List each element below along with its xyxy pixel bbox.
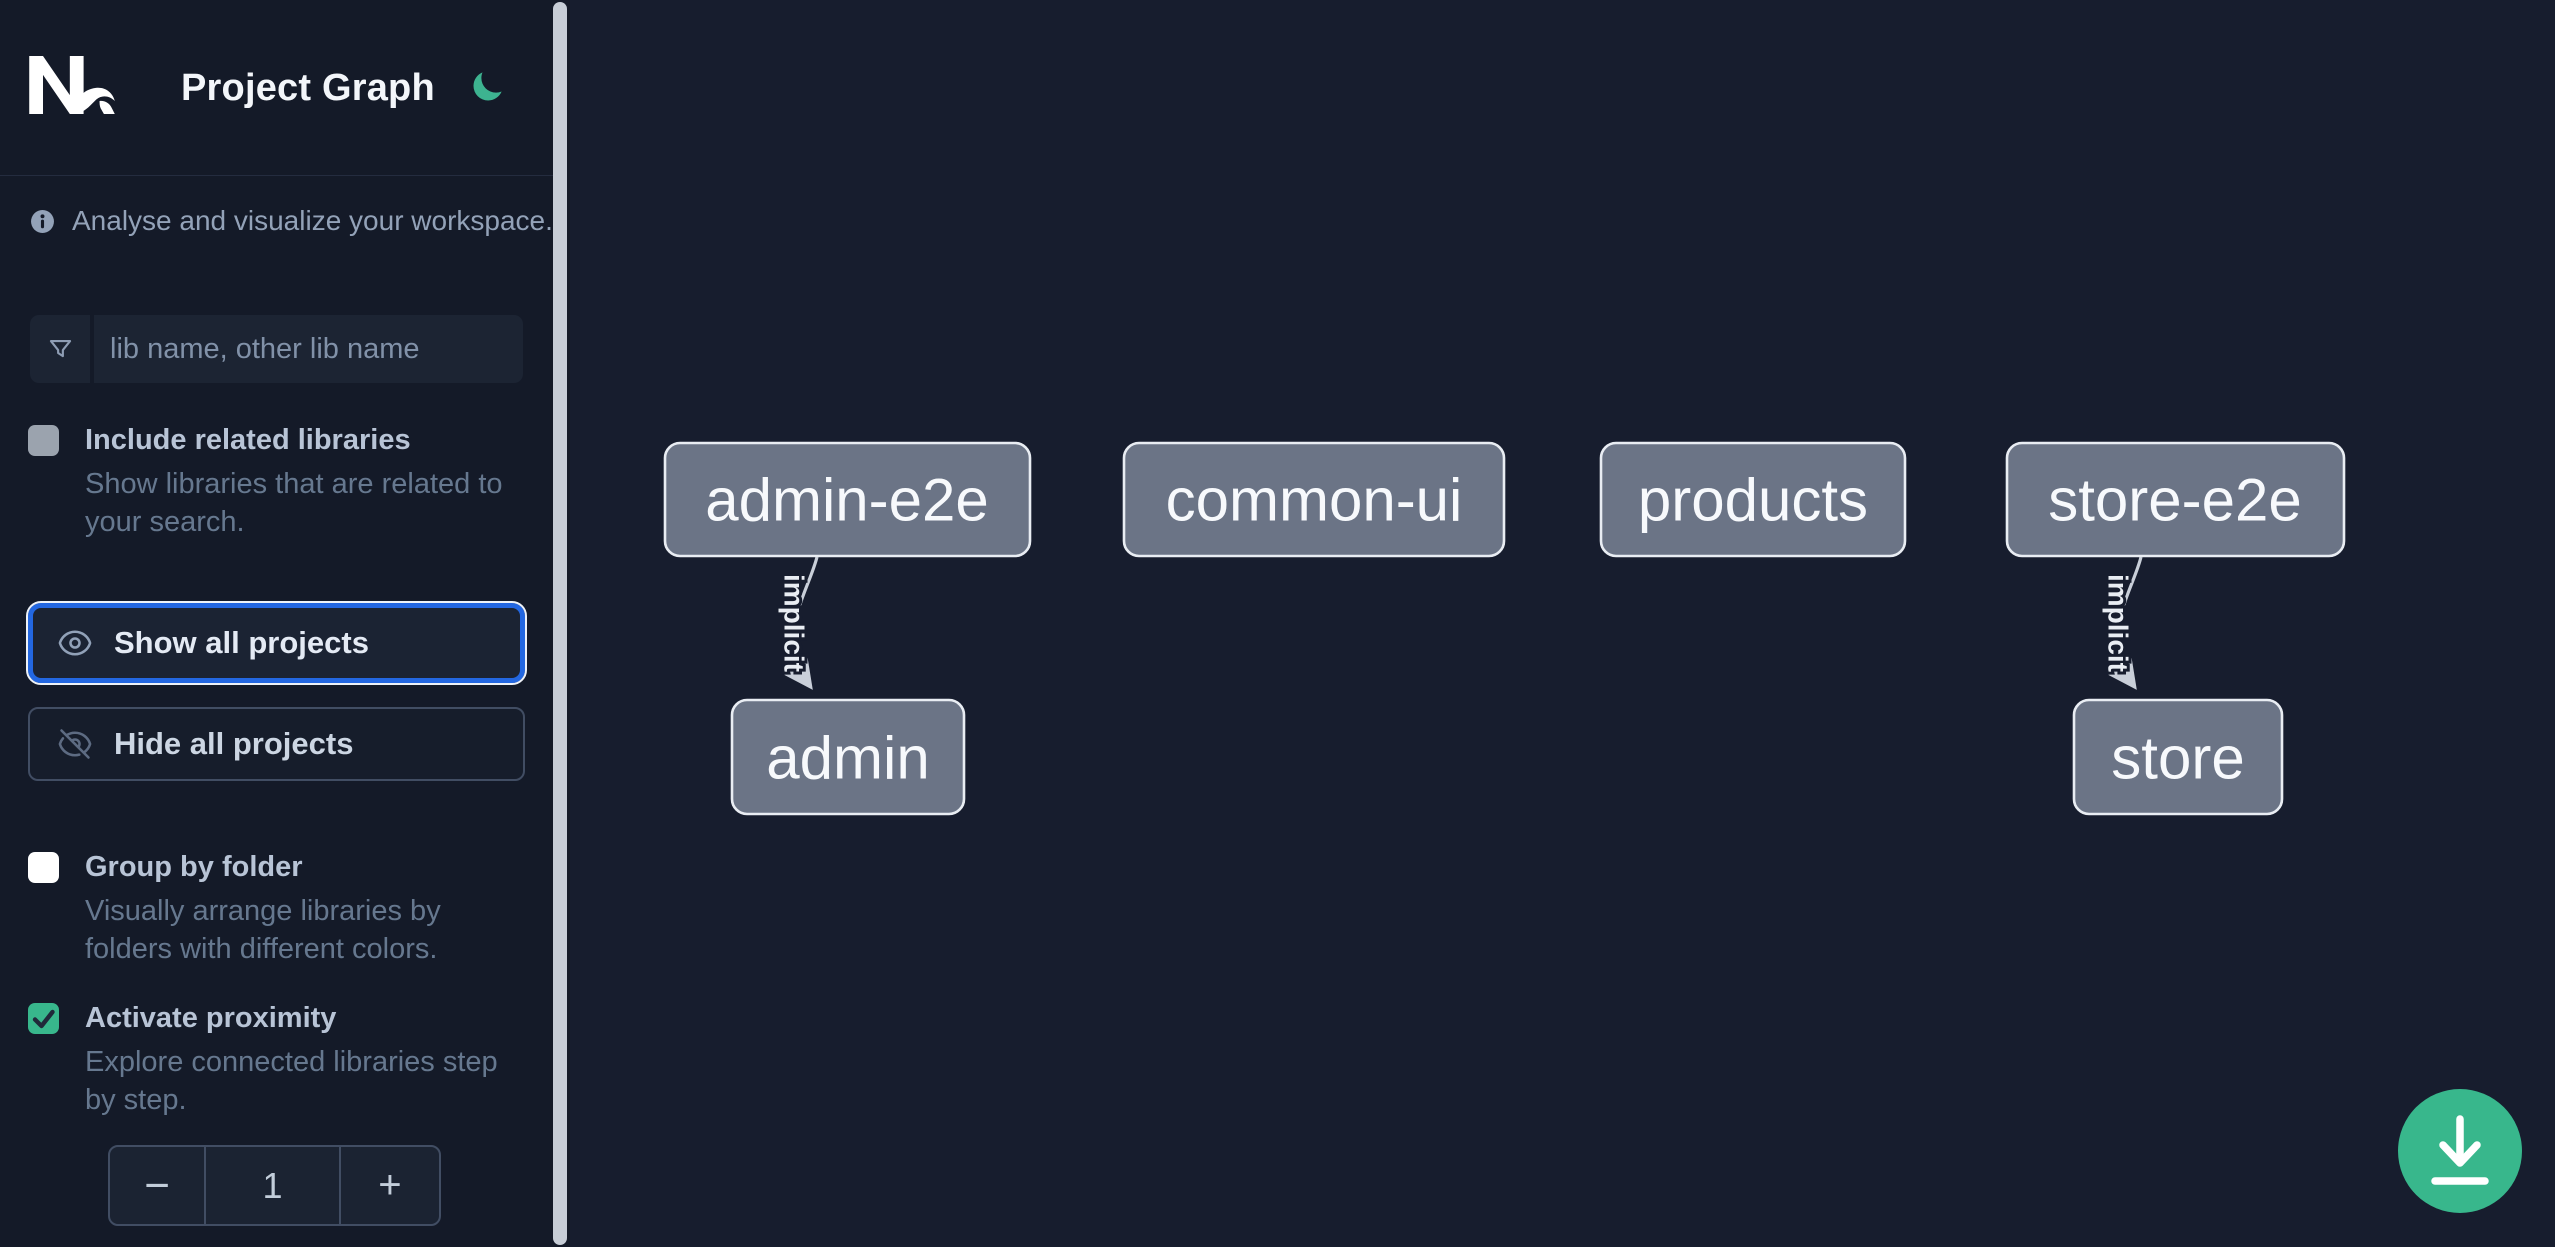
sidebar-scrollbar[interactable] — [553, 2, 567, 1245]
option-title: Group by folder — [85, 851, 303, 883]
workspace-tagline-row: Analyse and visualize your workspace. — [30, 205, 553, 237]
node-label: common-ui — [1166, 467, 1463, 534]
option-activate-proximity[interactable]: Activate proximity Explore connected lib… — [28, 1000, 530, 1119]
node-store[interactable]: store — [2072, 698, 2284, 816]
increment-button[interactable]: + — [378, 1163, 402, 1207]
option-include-related[interactable]: Include related libraries Show libraries… — [28, 422, 530, 541]
workspace-tagline: Analyse and visualize your workspace. — [72, 205, 553, 236]
search-input[interactable] — [94, 315, 523, 383]
activate-proximity-checkbox[interactable] — [28, 1003, 59, 1034]
eye-icon — [58, 630, 92, 656]
option-title: Include related libraries — [85, 424, 411, 456]
hide-all-projects-button[interactable]: Hide all projects — [28, 707, 525, 781]
eye-off-icon — [58, 729, 92, 759]
info-icon — [31, 209, 54, 233]
download-icon — [2431, 1115, 2489, 1185]
graph-canvas[interactable]: implicit implicit admin-e2e common-ui pr… — [570, 0, 2555, 1247]
decrement-button[interactable]: − — [144, 1160, 170, 1210]
option-group-by-folder[interactable]: Group by folder Visually arrange librari… — [28, 849, 530, 968]
check-icon — [32, 1009, 55, 1029]
include-related-checkbox[interactable] — [28, 425, 59, 456]
node-admin-e2e[interactable]: admin-e2e — [663, 441, 1032, 558]
group-by-folder-checkbox[interactable] — [28, 852, 59, 883]
node-store-e2e[interactable]: store-e2e — [2005, 441, 2346, 558]
node-label: products — [1638, 467, 1868, 534]
proximity-depth-value: 1 — [204, 1147, 341, 1224]
option-description: Explore connected libraries step by step… — [85, 1046, 498, 1116]
option-description: Show libraries that are related to your … — [85, 468, 503, 538]
node-common-ui[interactable]: common-ui — [1122, 441, 1506, 558]
option-description: Visually arrange libraries by folders wi… — [85, 895, 441, 965]
moon-icon[interactable] — [469, 69, 505, 105]
sidebar-header: Project Graph — [0, 0, 553, 176]
hide-all-projects-label: Hide all projects — [114, 726, 354, 761]
node-admin[interactable]: admin — [730, 698, 966, 816]
show-all-projects-button[interactable]: Show all projects — [26, 601, 527, 685]
node-products[interactable]: products — [1599, 441, 1907, 558]
node-label: store-e2e — [2048, 467, 2301, 534]
filter-icon-cell — [30, 315, 94, 383]
edge-admin-e2e-admin[interactable]: implicit — [776, 556, 819, 690]
filter-icon — [49, 339, 71, 357]
download-graph-button[interactable] — [2398, 1089, 2522, 1213]
nx-logo — [29, 56, 115, 114]
edge-label: implicit — [2103, 574, 2134, 672]
page-title: Project Graph — [181, 67, 435, 109]
sidebar: Project Graph Analyse and visualize your… — [0, 0, 570, 1247]
node-label: store — [2111, 725, 2244, 792]
option-title: Activate proximity — [85, 1002, 337, 1034]
proximity-depth-stepper: − 1 + — [108, 1145, 441, 1226]
show-all-projects-label: Show all projects — [114, 625, 369, 660]
edge-store-e2e-store[interactable]: implicit — [2100, 556, 2143, 690]
edge-label: implicit — [779, 574, 810, 672]
node-label: admin-e2e — [705, 467, 989, 534]
node-label: admin — [766, 725, 929, 792]
project-filter — [30, 315, 523, 383]
